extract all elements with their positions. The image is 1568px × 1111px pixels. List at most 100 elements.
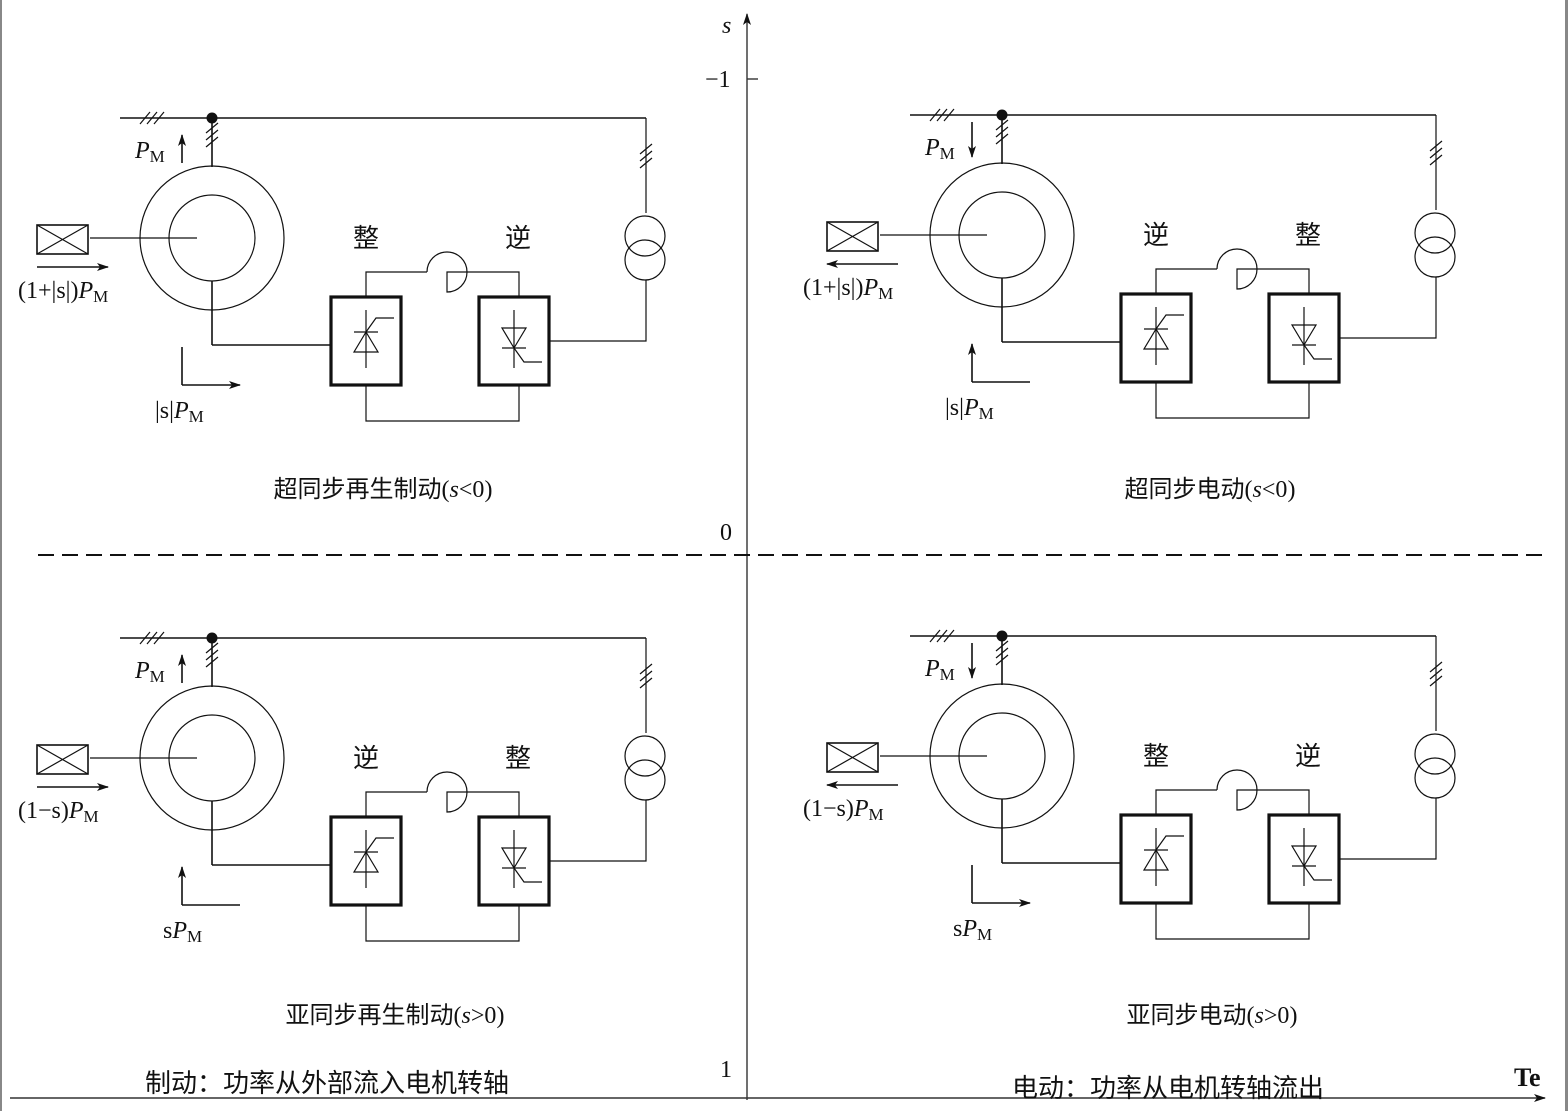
- power-prefix: |s|: [155, 398, 174, 424]
- grid-bus-hatch-icon: [139, 111, 165, 125]
- thyristor-up-icon: [1142, 828, 1184, 886]
- shaft-power-label: (1−s)PM: [18, 798, 99, 826]
- power-symbol: P: [171, 918, 187, 944]
- stator-hatch-icon: [995, 640, 1009, 666]
- tick-label-zero: 0: [720, 520, 732, 546]
- dc-link-top-left: [365, 791, 427, 817]
- slip-power-label: |s|PM: [155, 398, 204, 426]
- stator-hatch-icon: [995, 119, 1009, 145]
- dc-link-top-left: [1155, 789, 1217, 815]
- power-symbol: P: [68, 798, 84, 824]
- transformer-to-converter-line: [549, 280, 647, 342]
- grid-bus-hatch-icon: [929, 629, 955, 643]
- dc-link-top-left: [1155, 268, 1217, 294]
- transformer-hatch-icon: [639, 143, 653, 169]
- quadrant-bottom-right: (1−s)PMPMsPM整逆亚同步电动(s>0): [803, 629, 1456, 1029]
- title-paren-open: (: [454, 1003, 462, 1029]
- power-prefix: (1−s): [803, 796, 854, 822]
- stator-power-label: PM: [134, 658, 165, 686]
- transformer-hatch-icon: [639, 663, 653, 689]
- transformer-primary-icon: [1414, 733, 1456, 775]
- transformer-hatch-icon: [1429, 140, 1443, 166]
- braking-note: 制动：功率从外部流入电机转轴: [145, 1069, 509, 1099]
- power-prefix: (1+|s|): [18, 278, 78, 304]
- quadrant-title-var: s: [450, 477, 459, 503]
- quadrant-title-cn: 亚同步电动: [1127, 1001, 1247, 1029]
- quadrant-title: 超同步再生制动(s<0): [274, 475, 493, 503]
- title-paren-open: (: [442, 477, 450, 503]
- page-left-border: [0, 0, 2, 1111]
- quadrant-title-cn: 超同步再生制动: [274, 475, 442, 503]
- converter-left-label: 逆: [353, 744, 379, 774]
- quadrant-title-rel: >0: [471, 1003, 497, 1029]
- transformer-secondary-icon: [1414, 236, 1456, 278]
- smoothing-reactor-icon: [426, 771, 520, 817]
- transformer-secondary-icon: [1414, 757, 1456, 799]
- transformer-to-converter-line: [549, 800, 647, 862]
- power-prefix: s: [953, 916, 962, 942]
- dc-link-bottom: [365, 385, 520, 422]
- thyristor-up-icon: [1142, 307, 1184, 365]
- converter-left-label: 整: [353, 224, 379, 254]
- power-symbol: P: [862, 275, 878, 301]
- transformer-hatch-icon: [1429, 661, 1443, 687]
- power-subscript: M: [869, 805, 884, 824]
- power-subscript: M: [84, 807, 99, 826]
- smoothing-reactor-icon: [1216, 248, 1310, 294]
- power-symbol: P: [77, 278, 93, 304]
- thyristor-down-icon: [1290, 307, 1332, 365]
- thyristor-up-icon: [352, 830, 394, 888]
- stator-power-label: PM: [924, 656, 955, 684]
- mechanical-load-icon: [36, 224, 89, 255]
- title-paren-close: ): [1287, 477, 1295, 503]
- stator-hatch-icon: [205, 642, 219, 668]
- power-subscript: M: [93, 287, 108, 306]
- converter-left-label: 整: [1143, 742, 1169, 772]
- transformer-to-converter-line: [1339, 798, 1437, 860]
- quadrant-title: 超同步电动(s<0): [1125, 475, 1296, 503]
- power-symbol: P: [853, 796, 869, 822]
- title-paren-close: ): [1289, 1003, 1297, 1029]
- dc-link-bottom: [365, 905, 520, 942]
- power-symbol: P: [924, 656, 940, 682]
- power-subscript: M: [189, 407, 204, 426]
- power-subscript: M: [940, 144, 955, 163]
- thyristor-down-icon: [1290, 828, 1332, 886]
- grid-bus-hatch-icon: [929, 108, 955, 122]
- quadrant-title-rel: <0: [1262, 477, 1288, 503]
- power-prefix: s: [163, 918, 172, 944]
- tick-label-minus-one: −1: [705, 67, 731, 93]
- shaft-power-label: (1−s)PM: [803, 796, 884, 824]
- thyristor-up-icon: [352, 310, 394, 368]
- smoothing-reactor-icon: [1216, 769, 1310, 815]
- quadrant-title-cn: 亚同步再生制动: [286, 1001, 454, 1029]
- stator-power-label: PM: [134, 138, 165, 166]
- converter-right-label: 逆: [505, 224, 531, 254]
- quadrant-title-rel: >0: [1264, 1003, 1290, 1029]
- power-subscript: M: [940, 665, 955, 684]
- power-symbol: P: [963, 395, 979, 421]
- quadrant-top-left: (1+|s|)PMPM|s|PM整逆超同步再生制动(s<0): [18, 111, 666, 503]
- converter-left-label: 逆: [1143, 221, 1169, 251]
- quadrant-title-var: s: [1253, 477, 1262, 503]
- quadrant-title-var: s: [1255, 1003, 1264, 1029]
- title-paren-open: (: [1245, 477, 1253, 503]
- power-prefix: |s|: [945, 395, 964, 421]
- converter-right-label: 整: [1295, 221, 1321, 251]
- power-subscript: M: [878, 284, 893, 303]
- power-symbol: P: [961, 916, 977, 942]
- power-subscript: M: [150, 667, 165, 686]
- dc-link-bottom: [1155, 903, 1310, 940]
- slip-power-label: sPM: [953, 916, 992, 944]
- grid-bus-hatch-icon: [139, 631, 165, 645]
- transformer-to-converter-line: [1339, 277, 1437, 339]
- mechanical-load-icon: [826, 742, 879, 773]
- title-paren-open: (: [1247, 1003, 1255, 1029]
- smoothing-reactor-icon: [426, 251, 520, 297]
- shaft-power-label: (1+|s|)PM: [18, 278, 108, 306]
- quadrant-title-rel: <0: [459, 477, 485, 503]
- te-axis-label: Te: [1514, 1063, 1541, 1092]
- s-axis-label: s: [722, 13, 731, 39]
- shaft-power-label: (1+|s|)PM: [803, 275, 893, 303]
